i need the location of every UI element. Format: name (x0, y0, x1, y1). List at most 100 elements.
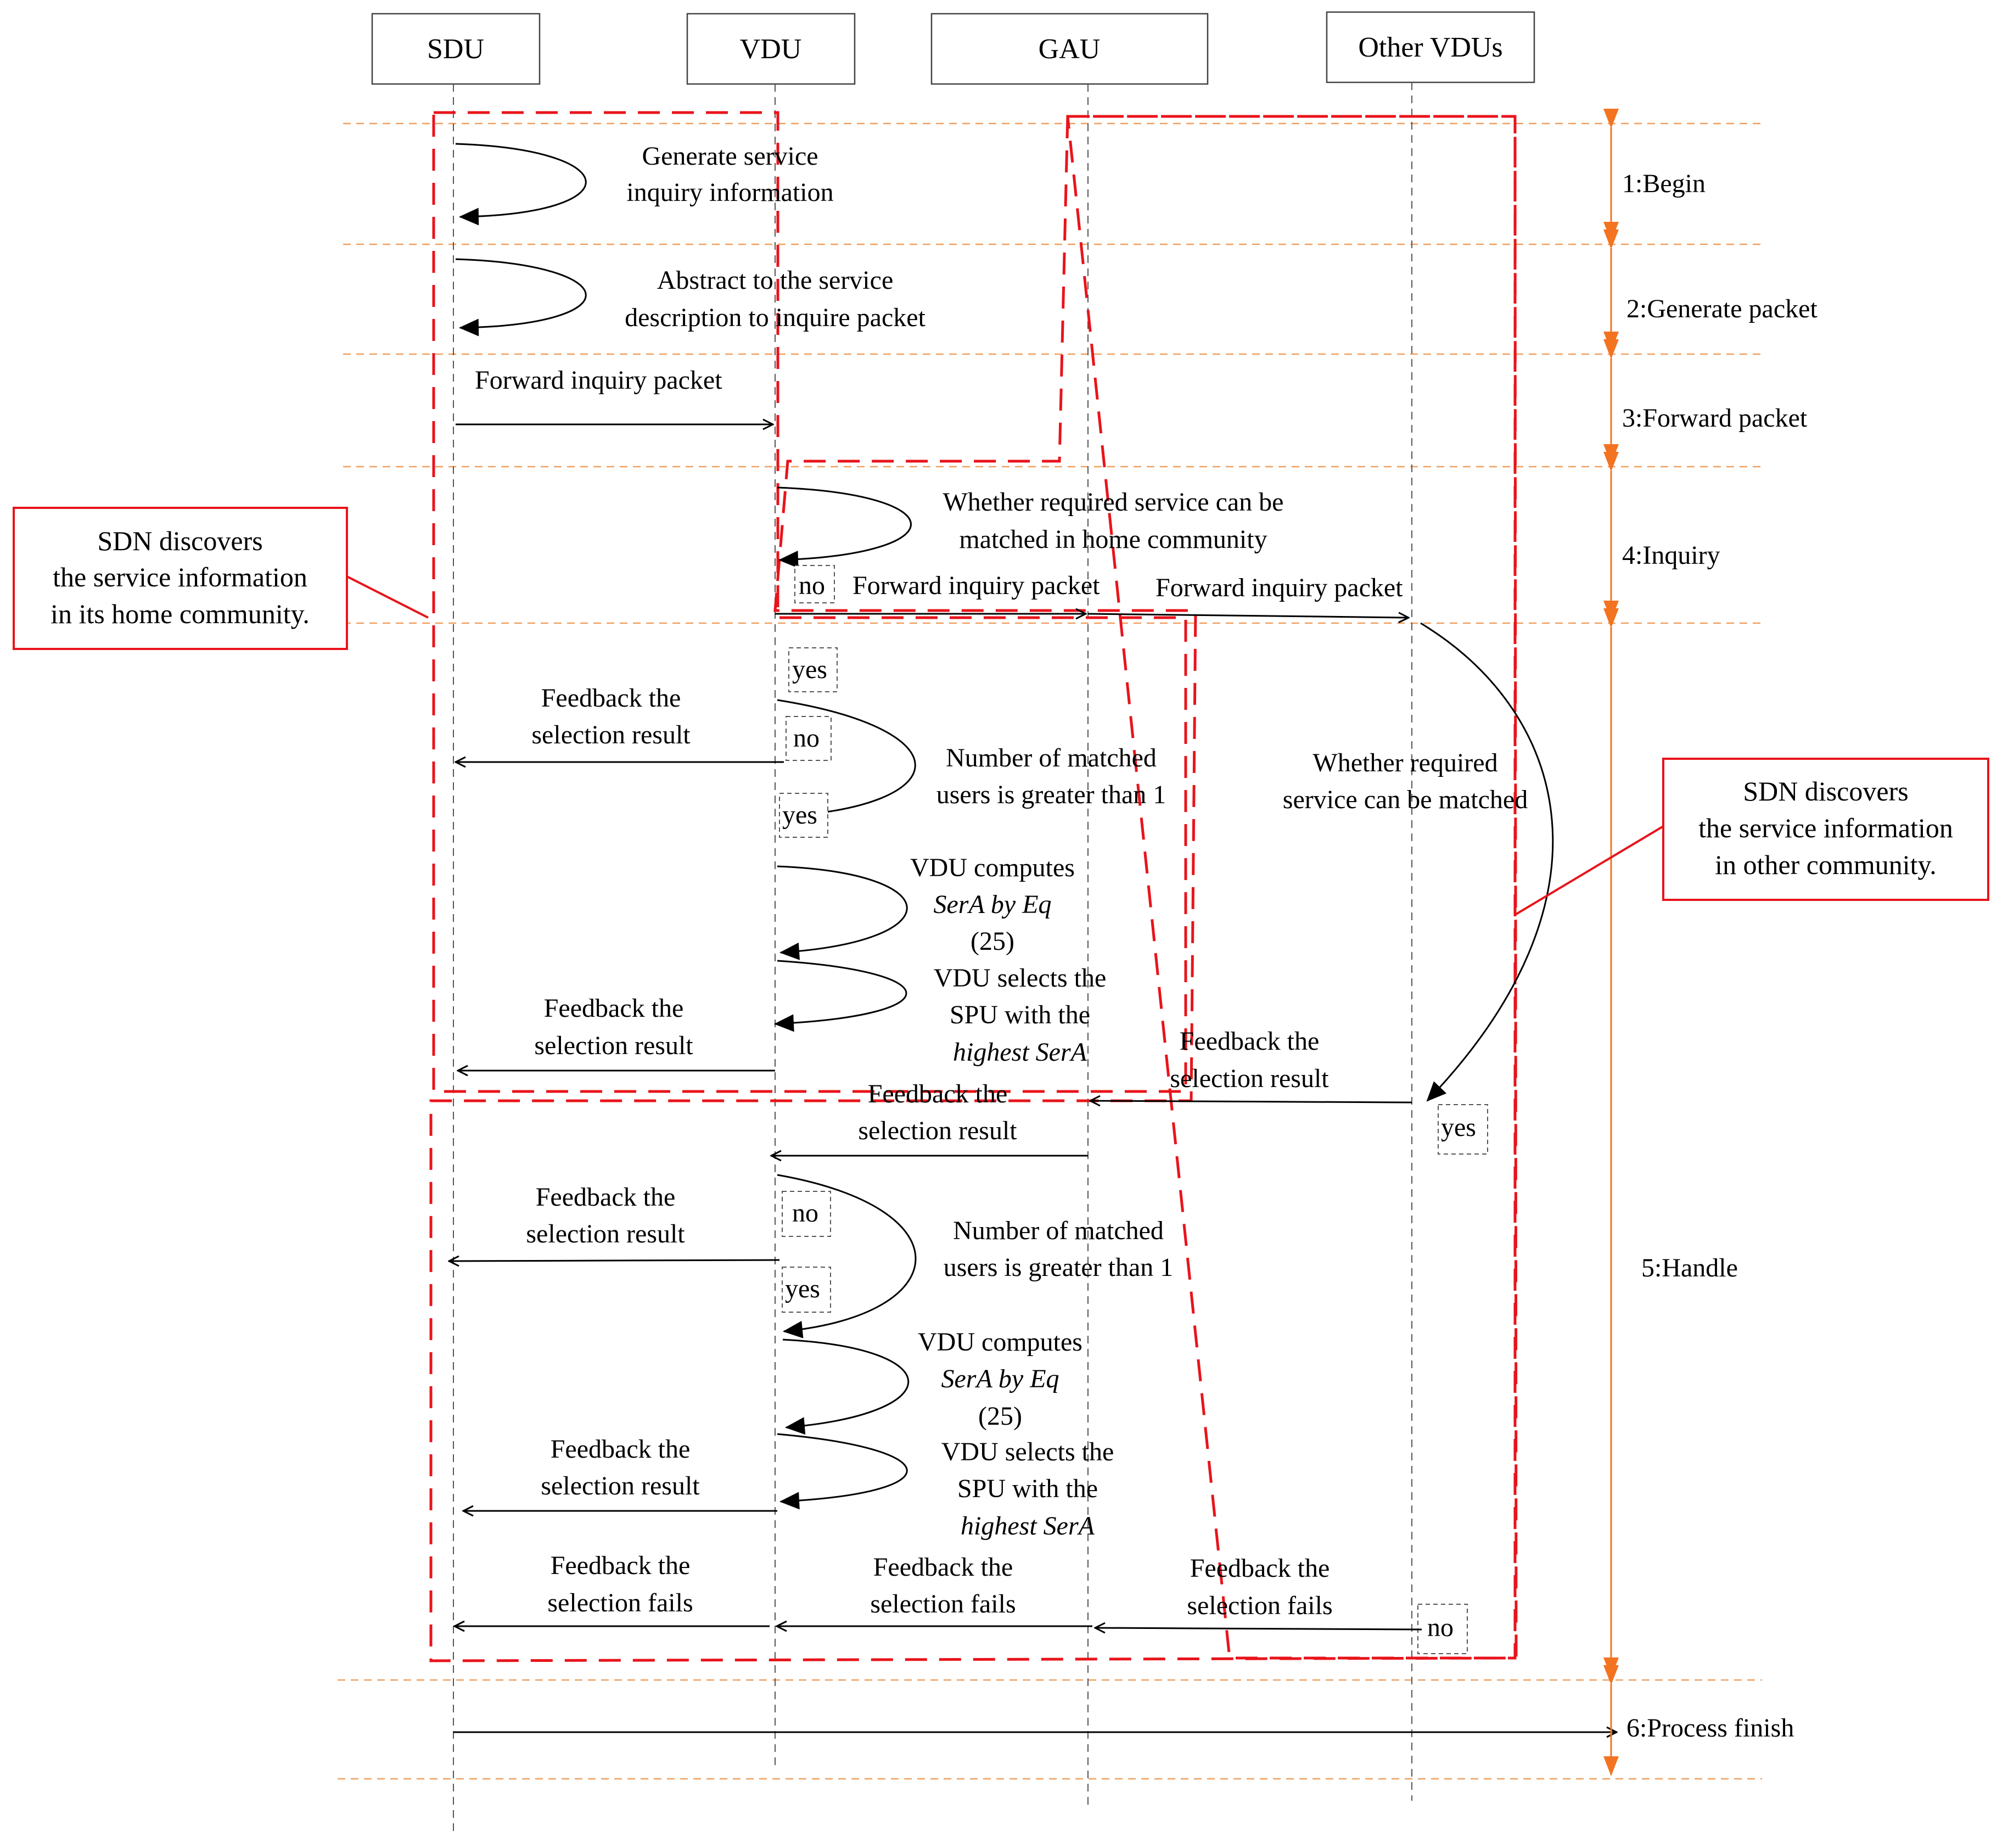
condition-label: yes (1441, 1113, 1476, 1142)
condition-box (794, 565, 835, 603)
condition-no-home: no (794, 565, 835, 603)
condition-yes-count-1: yes (779, 793, 828, 838)
self-loop-arrow (455, 143, 587, 226)
condition-box (779, 793, 828, 838)
message-label: Forward inquiry packet (475, 366, 722, 395)
condition-label: no (1427, 1613, 1454, 1642)
message-label: selection result (534, 1031, 693, 1060)
condition-no-count-1: no (786, 716, 832, 761)
math-symbol: SerA by Eq (933, 890, 1051, 919)
message-arrow (1087, 614, 1409, 618)
condition-label: yes (792, 655, 827, 684)
participant-label: VDU (740, 33, 802, 65)
condition-box (782, 1267, 831, 1313)
message-label: SPU with the (950, 1000, 1090, 1029)
message-label: users is greater than 1 (944, 1253, 1174, 1282)
message-label: highest SerA (961, 1511, 1095, 1541)
annotation-text: in its home community. (51, 598, 310, 629)
message-label: highest SerA (953, 1038, 1087, 1067)
message-label: users is greater than 1 (936, 780, 1166, 809)
self-loop-arrow (777, 699, 916, 825)
message-forward-gau-other: Forward inquiry packet (1087, 573, 1409, 618)
message-label: Abstract to the service (657, 266, 894, 295)
message-forward-sdu-vdu: Forward inquiry packet (456, 366, 773, 424)
message-arrow (1090, 1101, 1412, 1102)
message-label: Feedback the (1180, 1027, 1320, 1056)
other-community-box (429, 115, 1518, 1662)
self-message-vdu-computes-2: VDU computes SerA by Eq (25) (782, 1328, 1082, 1435)
message-label: matched in home community (959, 525, 1267, 554)
message-arrow (449, 1260, 780, 1261)
condition-yes-home: yes (788, 647, 838, 692)
message-label: VDU selects the (941, 1437, 1114, 1466)
condition-label: yes (782, 800, 817, 830)
stage-label-handle: 5:Handle (1641, 1253, 1738, 1283)
message-label: (25) (971, 927, 1014, 956)
condition-label: no (793, 724, 820, 753)
message-label: service can be matched (1283, 785, 1528, 814)
message-label: selection result (858, 1116, 1017, 1145)
message-label: Feedback the (536, 1183, 676, 1212)
condition-box (788, 647, 838, 692)
message-label: SerA by Eq (933, 890, 1051, 919)
participant-box (1326, 11, 1535, 83)
message-label: selection fails (870, 1589, 1016, 1619)
message-label: SerA by Eq (941, 1364, 1059, 1393)
stage-label-inquiry: 4:Inquiry (1622, 541, 1720, 570)
condition-yes-other: yes (1438, 1104, 1488, 1155)
participant-sdu: SDU (371, 13, 541, 85)
participant-label: GAU (1039, 33, 1101, 65)
message-fails-gau-vdu: Feedback the selection fails (777, 1553, 1092, 1626)
condition-box (782, 1191, 831, 1237)
stage-label-forward: 3:Forward packet (1622, 404, 1808, 433)
message-label: VDU computes (910, 853, 1075, 882)
home-community-box (432, 111, 1187, 1093)
message-label: Feedback the (868, 1079, 1008, 1108)
self-loop-arrow (774, 960, 907, 1032)
self-message-vdu-selects-1: VDU selects the SPU with the highest Ser… (774, 960, 1107, 1067)
message-feedback-result-2: Feedback the selection result (458, 994, 775, 1071)
message-label: Number of matched (953, 1216, 1164, 1245)
stage-separators (338, 122, 1762, 1780)
annotation-text: the service information (53, 562, 307, 592)
message-label: Forward inquiry packet (1155, 573, 1403, 602)
message-label: VDU selects the (934, 964, 1107, 993)
self-message-whether-other: Whether required service can be matched (1283, 622, 1554, 1102)
condition-label: no (792, 1199, 818, 1228)
message-label: selection result (531, 720, 691, 749)
self-loop-arrow (777, 1174, 917, 1339)
annotation-home-community: SDN discovers the service information in… (13, 507, 429, 650)
message-label: Whether required service can be (943, 488, 1284, 517)
message-fails-other-gau: Feedback the selection fails (1095, 1554, 1422, 1629)
message-label: selection result (526, 1219, 685, 1248)
self-message-vdu-selects-2: VDU selects the SPU with the highest Ser… (777, 1433, 1114, 1541)
message-label: selection fails (1187, 1591, 1332, 1620)
message-label: Generate service (642, 142, 818, 171)
participant-gau: GAU (930, 13, 1209, 85)
self-loop-arrow (1420, 622, 1554, 1102)
condition-label: no (799, 571, 825, 600)
message-feedback-result-4: Feedback the selection result (463, 1435, 777, 1511)
message-feedback-other-gau: Feedback the selection result (1090, 1027, 1412, 1102)
annotation-pointer (346, 575, 429, 619)
self-loop-arrow (455, 258, 587, 337)
message-label: inquiry information (626, 178, 833, 207)
participant-other-vdus: Other VDUs (1326, 11, 1535, 83)
message-arrow (1095, 1628, 1422, 1629)
self-message-generate: Generate service inquiry information (455, 142, 834, 226)
participant-label: SDU (427, 33, 484, 65)
message-label: selection result (1170, 1064, 1329, 1093)
message-label: Feedback the (1190, 1554, 1330, 1583)
message-label: description to inquire packet (625, 303, 925, 332)
participant-vdu: VDU (686, 13, 856, 85)
annotation-other-community: SDN discovers the service information in… (1515, 758, 1989, 915)
other-community-outline-top (1066, 115, 1517, 1660)
message-forward-vdu-gau: Forward inquiry packet (775, 571, 1100, 614)
annotation-box (1662, 758, 1989, 901)
self-message-abstract: Abstract to the service description to i… (455, 258, 926, 337)
message-label: Forward inquiry packet (852, 571, 1100, 600)
self-message-whether-home: Whether required service can be matched … (777, 486, 1284, 568)
condition-yes-count-2: yes (782, 1267, 831, 1313)
message-label: VDU computes (918, 1328, 1082, 1357)
